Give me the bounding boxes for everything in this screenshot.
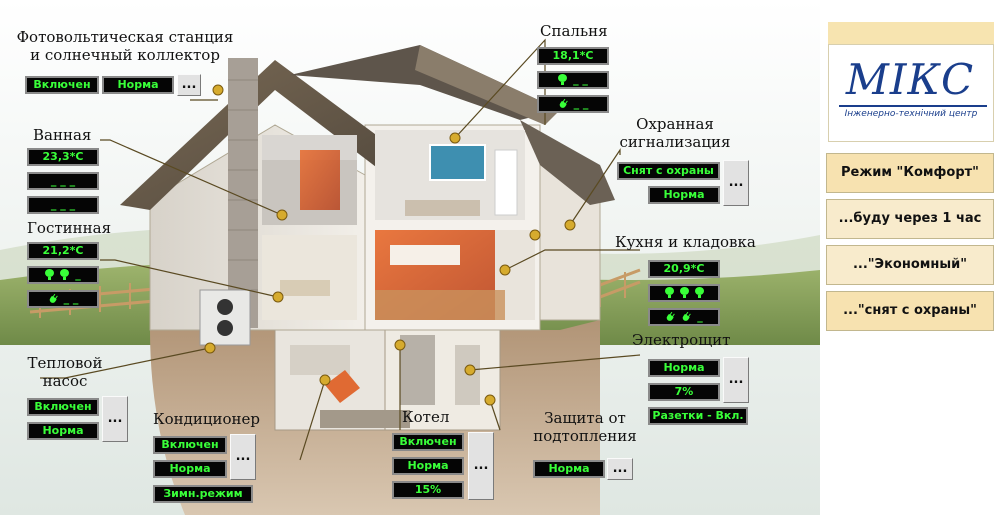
conditioner-mode: Зимн.режим [153,485,253,503]
bulb-icon [664,287,674,299]
logo-swoosh [839,105,987,107]
kitchen-title: Кухня и кладовка [615,233,756,251]
panel-more-button[interactable]: ... [723,357,749,403]
mode-disarmed-button[interactable]: ..."снят с охраны" [826,291,994,331]
living-lights-tail: _ [75,268,81,281]
kitchen-plugs-tail: _ [697,310,703,323]
bathroom-line3: _ _ _ [27,196,99,214]
alarm-state: Снят с охраны [617,162,720,180]
plug-icon [45,292,60,306]
bedroom-lights-tail: _ _ [573,73,588,86]
alarm-status: Норма [648,186,720,204]
kitchen-temp: 20,9*C [648,260,720,278]
living-temp: 21,2*C [27,242,99,260]
flood-title-line1: Защита от [544,409,626,427]
bedroom-title: Спальня [540,22,608,40]
alarm-title-line1: Охранная [636,115,714,133]
conditioner-state: Включен [153,436,227,454]
heatpump-more-button[interactable]: ... [102,396,128,442]
boiler-title: Котел [402,408,450,426]
solar-title: Фотовольтическая станция и солнечный кол… [10,28,240,64]
mode-back-in-hour-button[interactable]: ...буду через 1 час [826,199,994,239]
panel-load: 7% [648,383,720,401]
solar-status: Норма [102,76,174,94]
mode-economy-button[interactable]: ..."Экономный" [826,245,994,285]
bulb-icon [60,269,70,281]
bulb-icon [679,287,689,299]
living-plugs: _ _ [27,290,99,308]
plug-icon [663,310,678,324]
bathroom-line2: _ _ _ [27,172,99,190]
solar-more-button[interactable]: ... [177,74,201,96]
solar-title-line1: Фотовольтическая станция [16,28,234,46]
kitchen-lights [648,284,720,302]
living-lights: _ [27,266,99,284]
conditioner-more-button[interactable]: ... [230,434,256,480]
brand-name: МІКС [845,55,975,104]
boiler-more-button[interactable]: ... [468,432,494,500]
bedroom-plugs: _ _ [537,95,609,113]
alarm-title-line2: сигнализация [619,133,731,151]
boiler-status: Норма [392,457,464,475]
solar-state: Включен [25,76,99,94]
heatpump-title-line2: насос [42,372,88,390]
plug-icon [679,310,694,324]
bedroom-plugs-tail: _ _ [573,97,589,110]
bedroom-lights: _ _ [537,71,609,89]
brand-subtitle: Інженерно-технічний центр [844,109,978,119]
boiler-level: 15% [392,481,464,499]
alarm-title: Охранная сигнализация [615,115,735,151]
bulb-icon [694,287,704,299]
solar-title-line2: и солнечный коллектор [30,46,220,64]
kitchen-plugs: _ [648,308,720,326]
logo-frame: МІКС Інженерно-технічний центр [828,44,994,142]
flood-status: Норма [533,460,605,478]
heatpump-title-line1: Тепловой [27,354,103,372]
bedroom-temp: 18,1*C [537,47,609,65]
living-plugs-tail: _ _ [63,292,79,305]
conditioner-status: Норма [153,460,227,478]
boiler-state: Включен [392,433,464,451]
heatpump-status: Норма [27,422,99,440]
mode-comfort-button[interactable]: Режим "Комфорт" [826,153,994,193]
panel-sockets: Разетки - Вкл. [648,407,748,425]
bathroom-title: Ванная [33,126,92,144]
flood-title: Защита от подтопления [525,409,645,445]
conditioner-title: Кондиционер [153,410,261,428]
logo-band [828,22,994,44]
brand-logo: МІКС Інженерно-технічний центр [828,22,994,142]
bulb-icon [45,269,55,281]
plug-icon [555,97,570,111]
panel-status: Норма [648,359,720,377]
panel-title: Электрощит [632,331,731,349]
bathroom-temp: 23,3*C [27,148,99,166]
flood-more-button[interactable]: ... [607,458,633,480]
flood-title-line2: подтопления [533,427,637,445]
heatpump-title: Тепловой насос [20,354,110,390]
bulb-icon [558,74,568,86]
alarm-more-button[interactable]: ... [723,160,749,206]
heatpump-state: Включен [27,398,99,416]
living-title: Гостинная [27,219,112,237]
